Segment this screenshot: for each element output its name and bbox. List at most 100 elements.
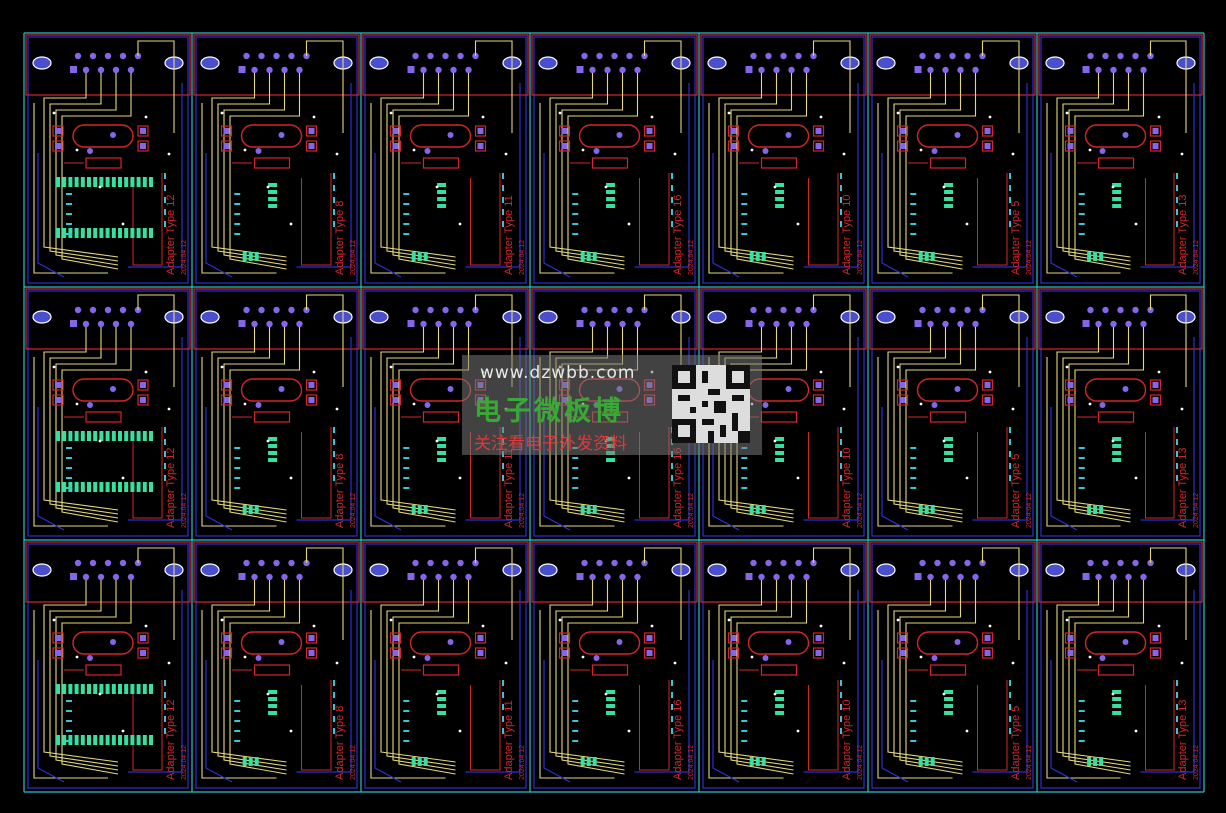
smd-pad: [944, 437, 954, 441]
trace: [981, 294, 1020, 387]
smd-pad: [580, 505, 585, 514]
connector-outline: [25, 541, 191, 603]
via-dot: [266, 692, 270, 696]
component-pad: [561, 128, 568, 134]
component-pad-frame: [137, 394, 149, 406]
trace: [881, 407, 909, 531]
smd-pad: [87, 684, 91, 694]
connector-pad: [258, 306, 265, 314]
smd-pad: [924, 757, 929, 766]
via: [333, 221, 335, 227]
connector-pad: [604, 66, 611, 74]
connector-pad: [1132, 559, 1139, 567]
smd-pad: [118, 177, 122, 187]
via-dot: [481, 115, 485, 119]
trace: [808, 427, 839, 519]
board-route-outline: [195, 543, 358, 789]
component-pad: [1067, 128, 1074, 134]
smd-pad: [56, 482, 60, 492]
trace: [893, 73, 963, 262]
connector-pad: [288, 306, 295, 314]
trace: [977, 680, 1008, 771]
board-label: Adapter Type 8: [334, 201, 346, 275]
via-dot: [167, 407, 171, 411]
via: [1176, 209, 1178, 215]
trace: [296, 590, 352, 773]
component-pad-frame: [137, 647, 149, 659]
trace: [981, 40, 1020, 133]
connector-pad-square: [576, 66, 584, 73]
component-pad-frame: [727, 647, 740, 659]
component-pad: [55, 650, 61, 656]
connector-pad: [942, 573, 949, 581]
component-pad: [308, 143, 315, 149]
trace: [643, 294, 682, 387]
resistor-outline: [929, 157, 967, 169]
component-pad-frame: [727, 632, 740, 644]
mount-hole: [369, 56, 389, 70]
via: [1176, 451, 1178, 457]
connector-outline: [362, 34, 529, 96]
smd-pad: [74, 735, 79, 745]
smd-pad: [1099, 757, 1104, 766]
smd-pad: [130, 431, 135, 441]
via: [671, 728, 673, 734]
smd-pad: [62, 482, 67, 492]
board-label: Adapter Type 11: [503, 700, 515, 780]
component-pad: [477, 128, 484, 134]
via-dot: [458, 476, 462, 480]
smd-pad: [136, 431, 141, 441]
via-pad: [255, 655, 262, 661]
trace: [543, 660, 571, 783]
mount-hole: [1045, 563, 1065, 577]
via: [1176, 728, 1178, 734]
component-pad: [308, 128, 315, 134]
connector-pad: [611, 559, 618, 567]
component-pad-frame: [558, 632, 571, 644]
smd-pad: [118, 735, 122, 745]
via: [671, 221, 673, 227]
via-dot: [842, 152, 846, 156]
component-pad: [1152, 397, 1159, 403]
via: [66, 730, 72, 732]
connector-pad: [457, 559, 464, 567]
via-dot: [673, 152, 677, 156]
via-pad: [255, 402, 262, 408]
connector-pad: [266, 573, 273, 581]
component-pad: [646, 143, 653, 149]
via-pad: [931, 655, 938, 661]
smd-pad: [87, 431, 91, 441]
via: [164, 451, 166, 457]
smd-pad: [80, 177, 85, 187]
connector-pad: [457, 52, 464, 60]
via: [234, 740, 241, 742]
mount-hole: [200, 56, 220, 70]
via-dot: [98, 185, 102, 189]
smd-pad: [99, 684, 104, 694]
board-date: 2024.04.12: [519, 240, 526, 275]
via-dot: [1088, 655, 1092, 659]
board-date: 2024.04.12: [688, 745, 695, 780]
trace: [49, 580, 119, 767]
smd-pad: [606, 190, 616, 194]
via: [403, 213, 410, 215]
trace: [549, 73, 625, 258]
component-pad-frame: [220, 379, 233, 391]
resistor-outline: [929, 664, 967, 676]
connector-pad-square: [914, 320, 922, 327]
connector-pad: [1087, 306, 1094, 314]
trace: [374, 660, 402, 783]
smd-pad: [1112, 204, 1122, 208]
via: [671, 209, 673, 215]
via-dot: [1134, 222, 1138, 226]
via-dot: [144, 370, 148, 374]
via: [66, 233, 72, 235]
connector-pad: [296, 320, 303, 328]
trace: [736, 73, 808, 270]
crystal-outline: [409, 124, 472, 148]
component-pad-frame: [643, 647, 656, 659]
